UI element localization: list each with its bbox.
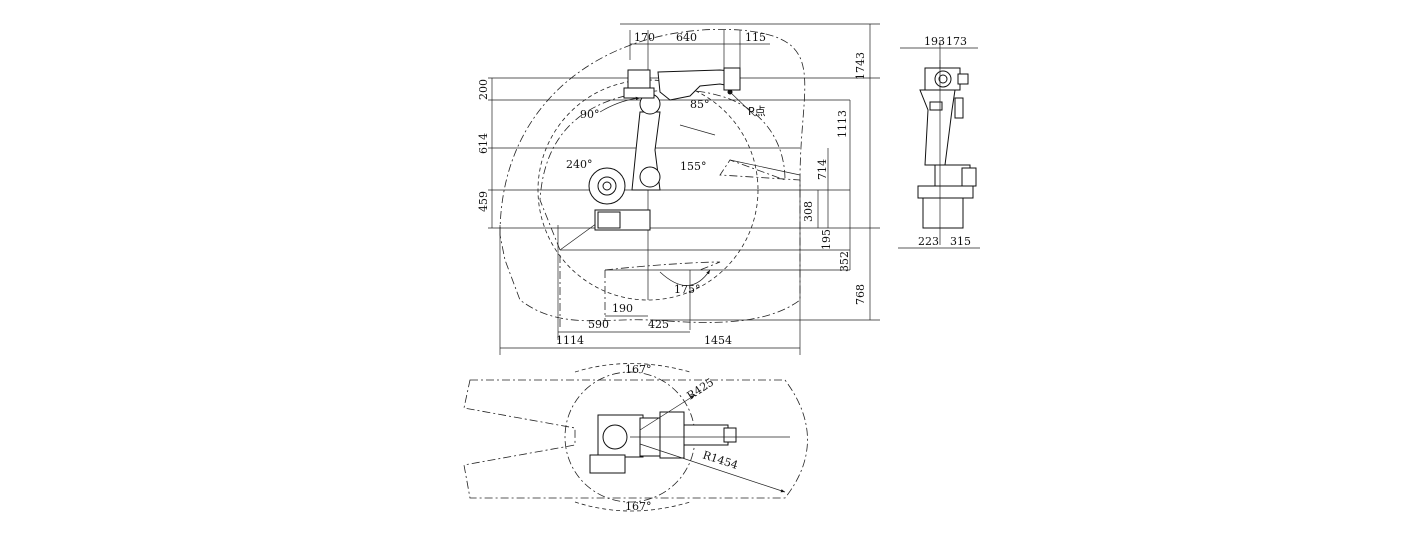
right-dimensions: 1743 1113 714 308 195 352 768 [802,24,871,320]
left-dimensions: 200 614 459 [477,78,493,228]
robot-top [589,411,790,474]
j3-cover [623,87,655,99]
robot-end [917,60,977,245]
side-view: 170 640 115 200 614 459 1743 1113 714 30… [477,23,880,355]
dim-768: 768 [854,284,867,305]
dim-170: 170 [634,31,655,44]
wrist [723,67,741,91]
dim-200: 200 [477,79,490,100]
dim-1743: 1743 [854,52,867,80]
end-view: 193 173 223 315 [898,35,980,249]
dim-1454: 1454 [704,334,732,347]
angle-240: 240° [566,158,593,171]
angle-155: 155° [680,160,707,173]
dim-640: 640 [676,31,697,44]
bottom-dimensions: 190 590 425 1114 1454 [500,302,800,349]
radius-r1454: R1454 [701,448,740,472]
top-view: 167° 167° R425 R1454 [463,363,808,513]
angle-90: 90° [580,108,600,121]
angle-167-top: 167° [625,363,652,376]
dim-614: 614 [477,133,490,154]
workspace-envelope [499,28,806,323]
angle-labels: 90° 85° 240° 155° 175° P点 [566,96,766,296]
inner-envelope [539,89,801,251]
dim-714: 714 [816,159,829,180]
dim-223: 223 [918,235,939,248]
angle-85: 85° [690,98,710,111]
dim-315: 315 [950,235,971,248]
dim-1114: 1114 [556,334,584,347]
dim-190: 190 [612,302,633,315]
dim-1113: 1113 [836,110,849,138]
robot-side [588,67,756,231]
dim-590: 590 [588,318,609,331]
dim-352: 352 [838,251,851,272]
j1-center [602,181,612,191]
top-dimensions: 170 640 115 [630,31,770,45]
dim-173: 173 [946,35,967,48]
j2-housing [639,166,661,188]
base-cable-box [597,211,621,229]
dim-195: 195 [820,229,833,250]
dim-459: 459 [477,191,490,212]
angle-175: 175° [674,283,701,296]
dim-425: 425 [648,318,669,331]
dim-193: 193 [924,35,945,48]
dim-115: 115 [745,31,766,44]
p-point-label: P点 [748,105,766,118]
end-view-bottom-dims: 223 315 [898,235,980,249]
dim-308: 308 [802,201,815,222]
lower-sweep [559,255,721,330]
top-workspace-envelope [463,379,808,499]
angle-167-bottom: 167° [625,500,652,513]
end-view-top-dims: 193 173 [900,35,978,70]
